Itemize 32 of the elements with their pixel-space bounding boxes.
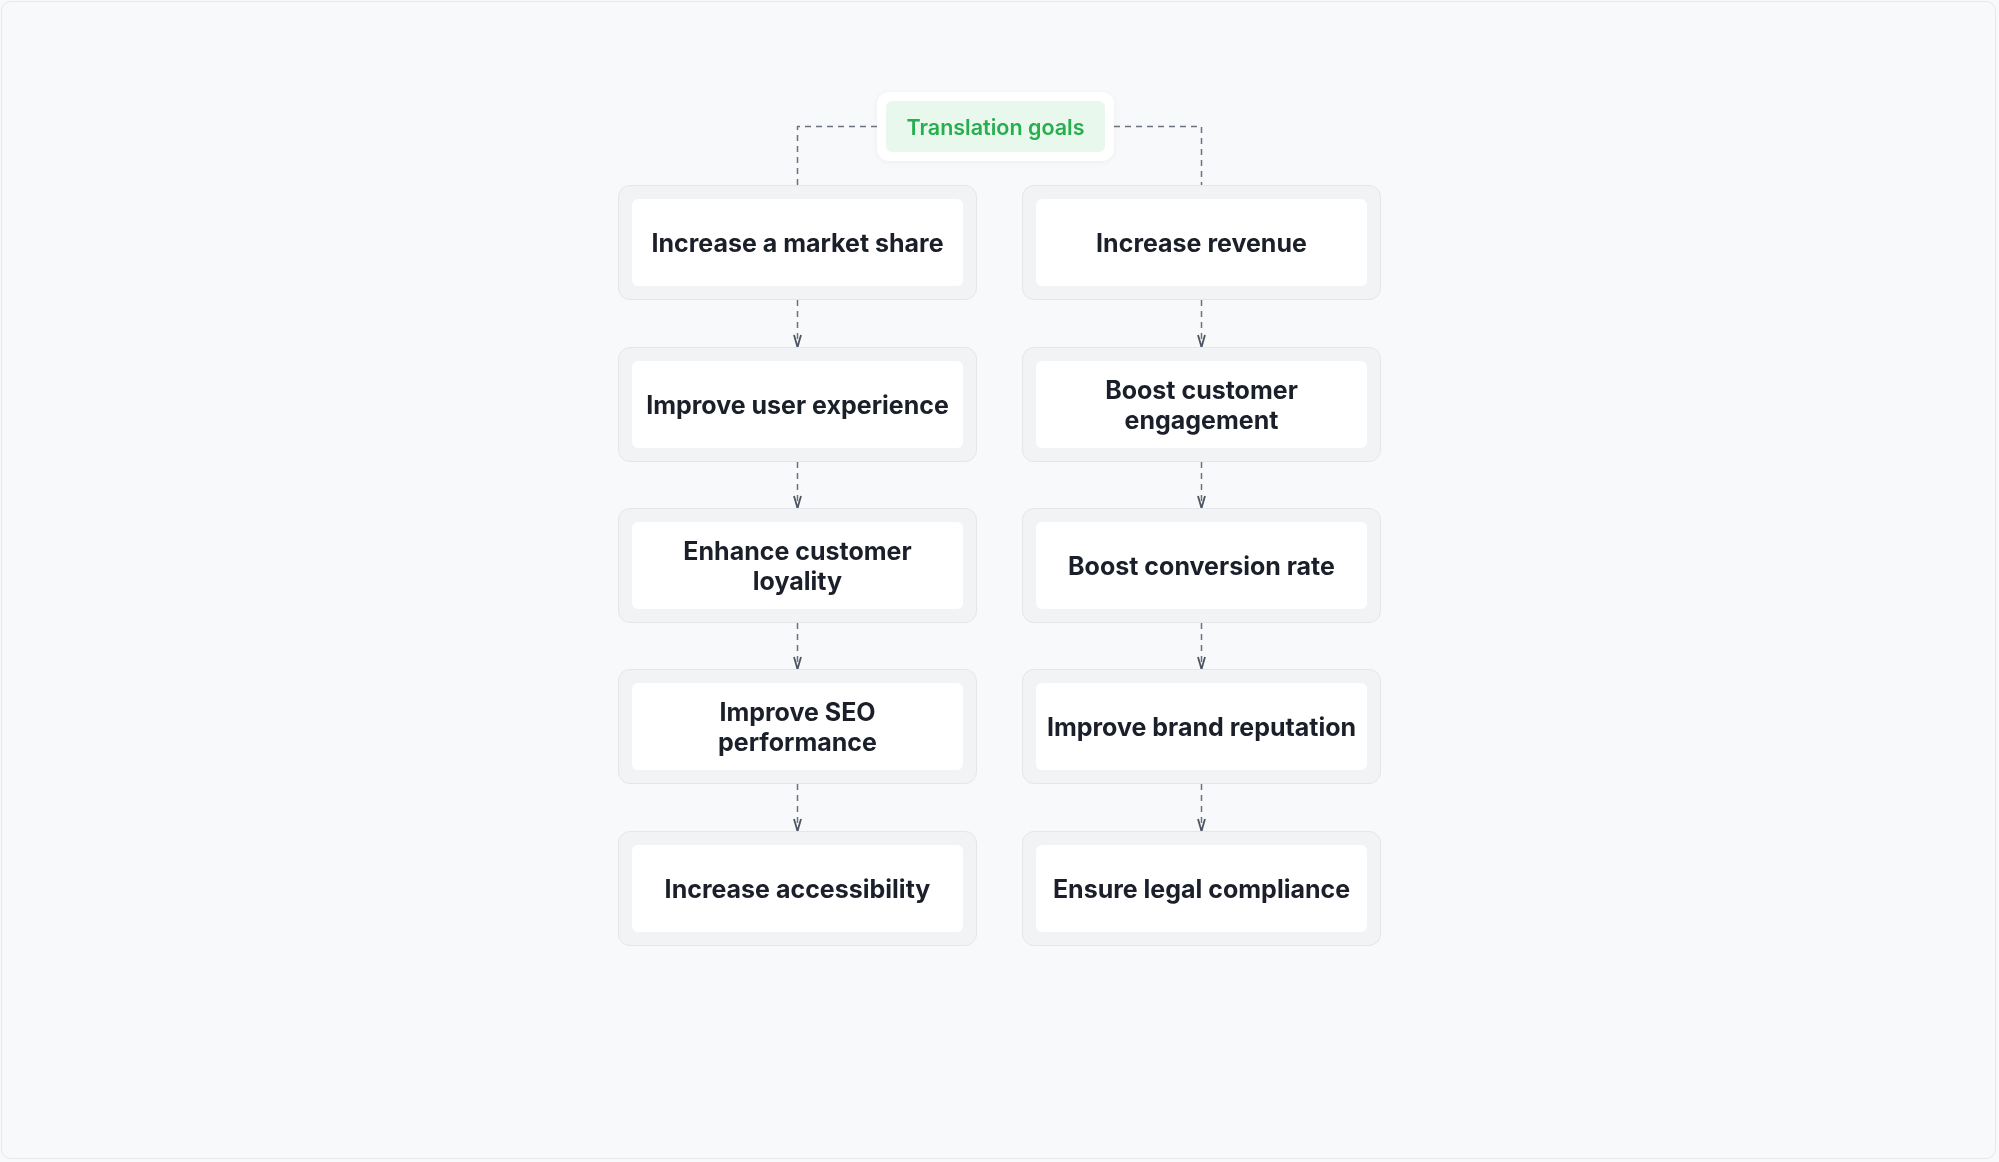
goal-label: Boost conversion rate [1068, 550, 1335, 581]
goal-box [1022, 669, 1381, 784]
goal-box [1022, 508, 1381, 623]
arrow [793, 622, 802, 670]
goal-label: Improve user experience [646, 389, 949, 420]
arrow [1197, 461, 1206, 509]
goal-label: Improve brand reputation [1046, 711, 1357, 742]
arrow [1197, 783, 1206, 832]
goal-box [618, 508, 977, 623]
goal-box [1022, 347, 1381, 462]
arrow [793, 783, 802, 832]
goal-box [1022, 831, 1381, 946]
goal-box [618, 831, 977, 946]
header-box [877, 92, 1114, 161]
goal-label: Increase accessibility [664, 873, 931, 904]
goal-label: Boost customer engagement [1104, 374, 1299, 435]
goal-label: Enhance customer loyality [682, 535, 913, 596]
goal-label: Ensure legal compliance [1052, 873, 1351, 904]
connector-line [796, 125, 878, 186]
goal-label: Increase revenue [1096, 227, 1307, 258]
goal-label: Improve SEO performance [717, 696, 878, 757]
goal-box [618, 669, 977, 784]
goal-label: Increase a market share [651, 227, 944, 258]
goal-box [618, 185, 977, 300]
arrow [793, 461, 802, 509]
arrow [793, 299, 802, 348]
goal-box [618, 347, 977, 462]
connector-line [1113, 125, 1203, 186]
header-label: Translation goals [906, 113, 1085, 140]
arrow [1197, 622, 1206, 670]
arrow [1197, 299, 1206, 348]
goal-box [1022, 185, 1381, 300]
